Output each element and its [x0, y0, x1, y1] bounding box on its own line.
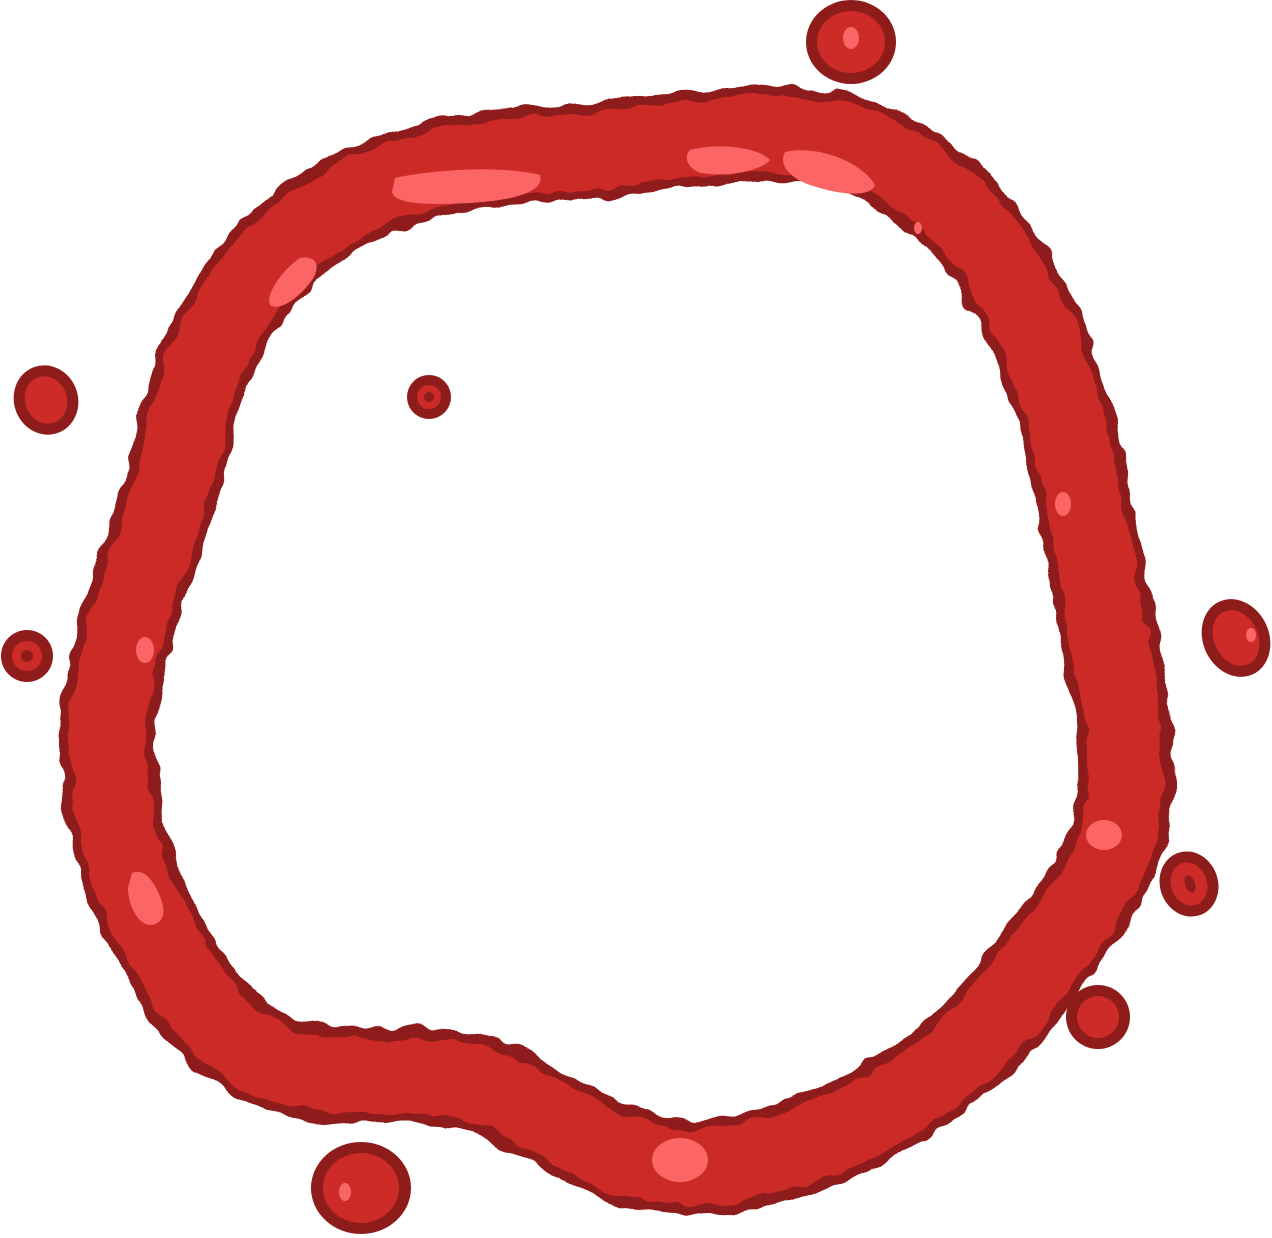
paint-drop-right-bottom [1066, 985, 1130, 1049]
paint-ring [60, 86, 1174, 1215]
paint-drop-left-middle [1, 630, 53, 682]
paint-drop-top-right [806, 0, 896, 84]
paint-drop-bottom-left [311, 1142, 411, 1234]
paint-drop-inner-small [407, 375, 451, 419]
highlight-right-upper [1055, 492, 1071, 516]
paint-drop-left-upper [13, 365, 79, 435]
ring-highlights [128, 146, 1122, 1182]
highlight-speck [914, 222, 922, 234]
highlight-upper-left [269, 257, 317, 307]
highlight-left-middle [136, 637, 154, 663]
paint-drop-right-upper [1201, 599, 1271, 677]
ring-fill [70, 96, 1164, 1205]
highlight-top-center [686, 146, 770, 175]
highlight-right-lower [1086, 820, 1122, 850]
highlight-top-right [782, 150, 875, 194]
highlight-top-left [392, 169, 541, 204]
highlight-left-lower [128, 871, 164, 926]
paint-drop-right-lower [1159, 851, 1219, 917]
highlight-bottom [652, 1138, 708, 1182]
